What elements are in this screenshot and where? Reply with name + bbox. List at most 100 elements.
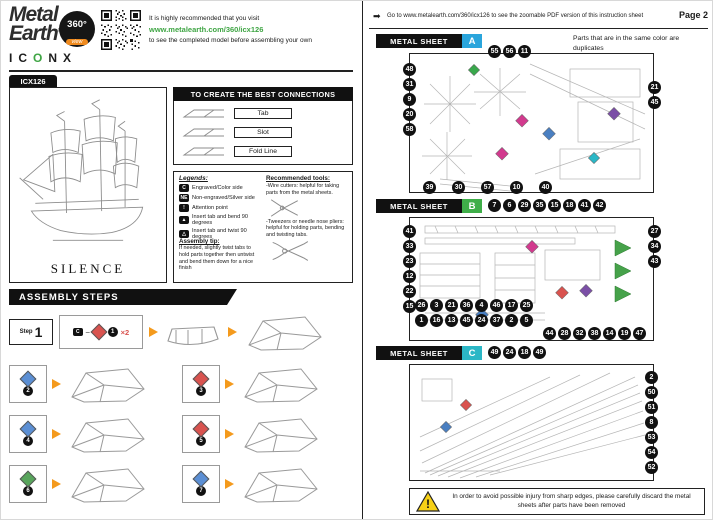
assembly-sketch	[71, 468, 145, 503]
dash: –	[85, 328, 90, 336]
part-number: 2	[23, 385, 33, 396]
assembly-step-panel: 7	[182, 459, 355, 509]
step-number: 1	[34, 324, 43, 340]
part-number: 49	[533, 346, 546, 359]
assembly-sketch	[71, 418, 145, 453]
iconx-wordmark: ICONX	[9, 51, 78, 65]
part-number: 49	[488, 346, 501, 359]
part-number: 15	[548, 199, 561, 212]
tool-item-2: -Tweezers or needle nose pliers: helpful…	[266, 218, 345, 239]
part-number: 14	[603, 327, 616, 340]
part-number: 48	[403, 63, 416, 76]
logo-word-earth: Earth®	[9, 23, 62, 44]
part-number: 24	[503, 346, 516, 359]
part-box: 7	[182, 465, 220, 503]
part-number: 45	[460, 314, 473, 327]
arrow-icon	[52, 429, 61, 439]
connection-row: Slot	[180, 126, 346, 139]
part-number: 7	[196, 485, 206, 496]
part-number: 12	[403, 270, 416, 283]
legends-list: C Engraved/Color side NE Non-engraved/Si…	[179, 184, 263, 241]
part-number: 15	[403, 300, 416, 313]
part-shape	[90, 323, 108, 341]
pliers-icon	[272, 240, 309, 261]
part-number: 2	[645, 371, 658, 384]
part-box: 5	[182, 415, 220, 453]
part-number: 34	[648, 240, 661, 253]
sheet-c-label: METAL SHEET	[376, 346, 462, 360]
legend-symbol-icon: !	[179, 204, 189, 212]
part-number: 27	[648, 225, 661, 238]
legend-symbol-icon: C	[179, 184, 189, 192]
part-number: 3	[430, 299, 443, 312]
part-number: 2	[505, 314, 518, 327]
part-number: 31	[403, 78, 416, 91]
part-number: 41	[578, 199, 591, 212]
part-number: 41	[403, 225, 416, 238]
metal-sheet-a-bar: METAL SHEET A	[376, 34, 482, 48]
metal-sheet-b-bar: METAL SHEET B	[376, 199, 482, 213]
metal-earth-logo: Metal Earth®	[9, 3, 62, 44]
warning-triangle-icon: !	[416, 491, 440, 512]
part-number: 21	[445, 299, 458, 312]
connection-label: Tab	[234, 108, 292, 119]
part-number: 53	[645, 431, 658, 444]
part-number: 50	[645, 386, 658, 399]
arrow-icon	[228, 327, 237, 337]
part-number: 4	[23, 435, 33, 446]
part-number: 46	[490, 299, 503, 312]
legend-label: Insert tab and bend 90 degrees	[192, 214, 248, 227]
sheet-tag-chip: C	[72, 328, 83, 336]
logo-word-metal: Metal	[9, 3, 59, 26]
part-number: 57	[481, 181, 494, 194]
intro-line-2: to see the completed model before assemb…	[149, 36, 312, 44]
assembly-sketch	[244, 468, 318, 503]
intro-link[interactable]: www.metalearth.com/360/icx126	[149, 25, 264, 35]
part-number: 30	[452, 181, 465, 194]
tools-title: Recommended tools:	[266, 175, 331, 182]
legend-item: NE Non-engraved/Silver side	[179, 194, 263, 202]
quantity-label: ×2	[120, 327, 130, 337]
part-number: 25	[520, 299, 533, 312]
connection-sketch	[182, 109, 224, 118]
part-number: 17	[505, 299, 518, 312]
legend-label: Engraved/Color side	[192, 184, 243, 191]
legends-column: Legends: C Engraved/Color side NE Non-en…	[179, 175, 263, 243]
model-illustration-box: SILENCE	[9, 87, 167, 283]
assembly-panels: 2 3	[9, 359, 355, 511]
part-number: 7	[488, 199, 501, 212]
part-number: 58	[403, 123, 416, 136]
step-1-parts-box: C – 1 ×2	[59, 315, 143, 349]
page2-header-text[interactable]: Go to www.metalearth.com/360/icx126 to s…	[387, 13, 644, 19]
part-number: 24	[475, 314, 488, 327]
connections-header: TO CREATE THE BEST CONNECTIONS	[173, 87, 353, 101]
safety-warning-text: In order to avoid possible injury from s…	[452, 492, 691, 509]
safety-warning-box: ! In order to avoid possible injury from…	[409, 488, 705, 515]
part-number: 43	[648, 255, 661, 268]
part-number: 28	[558, 327, 571, 340]
part-box: 2	[9, 365, 47, 403]
connection-sketch	[182, 128, 224, 137]
assembly-tip-title: Assembly tip:	[179, 238, 220, 245]
part-number: 10	[510, 181, 523, 194]
legend-item: △ Insert tab and twist 90 degrees	[179, 228, 263, 240]
part-number: 33	[403, 240, 416, 253]
tool-item-1: -Wire cutters: helpful for taking parts …	[266, 183, 340, 196]
part-shape	[19, 470, 37, 487]
header-divider	[9, 70, 353, 72]
assembly-steps-header: ASSEMBLY STEPS	[9, 289, 237, 305]
360-view-badge: 360° view	[59, 11, 95, 47]
part-number: 6	[23, 485, 33, 496]
arrow-icon	[149, 327, 158, 337]
part-number: 51	[645, 401, 658, 414]
assembly-step-panel: 5	[182, 409, 355, 459]
part-number: 40	[539, 181, 552, 194]
part-number: 1	[107, 327, 118, 337]
step-1-box: Step 1	[9, 319, 53, 345]
page-1: Metal Earth® ICONX 360° view It is highl…	[1, 1, 362, 519]
page-divider	[362, 1, 363, 519]
